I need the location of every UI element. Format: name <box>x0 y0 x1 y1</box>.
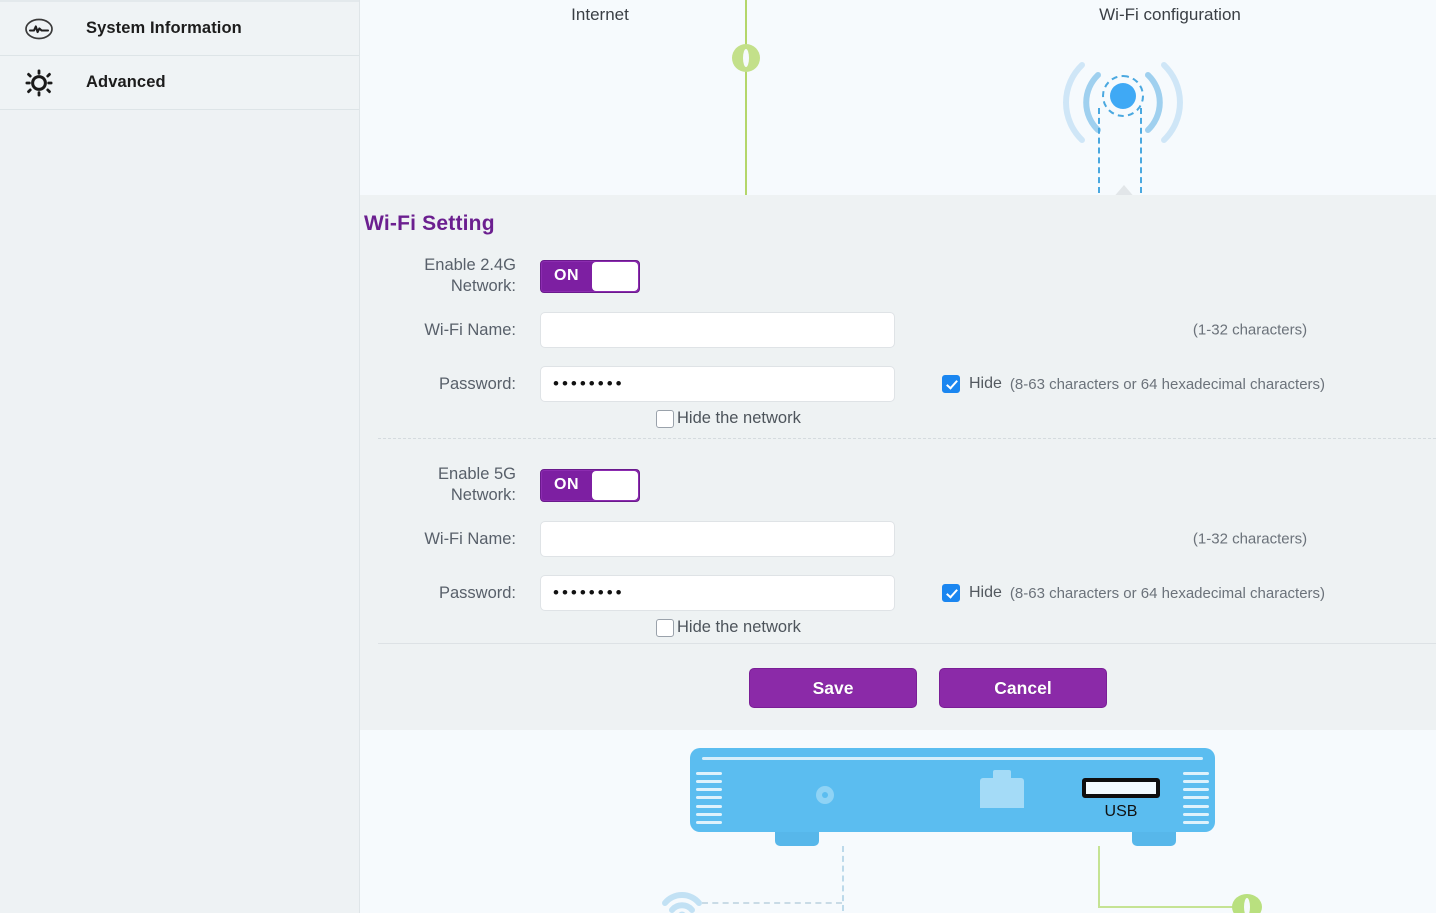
enable-24g-toggle[interactable]: ON <box>540 259 640 293</box>
enable-5g-label: Enable 5G Network: <box>360 464 540 505</box>
hide-network-5g-group[interactable]: Hide the network <box>656 618 801 637</box>
wifi-broadcast-icon <box>1020 40 1220 199</box>
band-24g-block: Enable 2.4G Network: ON Wi-Fi Name: (1-3… <box>360 253 1436 455</box>
usb-label: USB <box>1104 803 1138 820</box>
sidebar-empty-area <box>0 110 359 913</box>
action-divider <box>378 643 1436 644</box>
router-top-highlight <box>702 757 1203 760</box>
sidebar: System Information <box>0 0 360 913</box>
wifi-client-link-horizontal <box>702 902 842 904</box>
wifi-tower-right-leg <box>1140 108 1142 193</box>
toggle-state-label: ON <box>554 476 579 493</box>
enable-24g-label-line1: Enable 2.4G <box>424 256 516 275</box>
password-5g-hide-checkbox[interactable] <box>942 584 960 602</box>
action-buttons: Save Cancel <box>360 668 1436 708</box>
power-port-icon <box>816 786 834 804</box>
toggle-knob <box>592 261 638 291</box>
hide-network-5g-checkbox[interactable] <box>656 618 674 637</box>
enable-24g-row: Enable 2.4G Network: ON <box>360 253 1436 299</box>
password-5g-row: Password: •••••••• Hide (8-63 characters… <box>360 570 1436 616</box>
router-vents-right <box>1183 772 1209 824</box>
internet-link-node-icon <box>732 44 760 72</box>
band-divider-dashed <box>378 438 1436 439</box>
sidebar-item-system-information[interactable]: System Information <box>0 2 359 56</box>
router-vents-left <box>696 772 722 824</box>
enable-24g-label-line2: Network: <box>450 277 516 295</box>
usb-port-icon <box>1082 778 1160 798</box>
internet-link-line <box>745 0 747 195</box>
wifi-setting-panel: Wi-Fi Setting Enable 2.4G Network: ON Wi… <box>360 195 1436 730</box>
gear-icon <box>22 66 56 100</box>
password-24g-hide-label: Hide <box>969 375 1002 392</box>
wifi-name-5g-label: Wi-Fi Name: <box>424 529 516 548</box>
password-24g-hide-checkbox[interactable] <box>942 375 960 393</box>
wan-link-vertical <box>1098 846 1100 908</box>
router-device-image: USB <box>690 748 1215 832</box>
wifi-name-24g-hint: (1-32 characters) <box>1192 321 1308 339</box>
enable-5g-row: Enable 5G Network: ON <box>360 462 1436 508</box>
hide-network-24g-label: Hide the network <box>677 409 801 427</box>
wifi-client-icon <box>660 885 702 913</box>
panel-title: Wi-Fi Setting <box>364 212 495 235</box>
hide-network-24g-group[interactable]: Hide the network <box>656 409 801 428</box>
password-24g-hide-group: Hide (8-63 characters or 64 hexadecimal … <box>942 375 1325 393</box>
internet-label: Internet <box>571 5 629 24</box>
wifi-name-5g-hint: (1-32 characters) <box>1192 530 1308 548</box>
router-device-diagram: USB <box>360 730 1436 913</box>
password-5g-label: Password: <box>438 583 516 602</box>
password-5g-hint: (8-63 characters or 64 hexadecimal chara… <box>1009 584 1326 602</box>
wan-link-horizontal <box>1098 906 1238 908</box>
password-24g-label: Password: <box>438 374 516 393</box>
router-foot-right <box>1132 832 1176 846</box>
enable-5g-label-line1: Enable 5G <box>438 465 516 484</box>
enable-24g-label: Enable 2.4G Network: <box>360 255 540 296</box>
wifi-name-24g-row: Wi-Fi Name: (1-32 characters) <box>360 307 1436 353</box>
cancel-button[interactable]: Cancel <box>939 668 1107 708</box>
password-5g-hide-label: Hide <box>969 584 1002 601</box>
wifi-name-24g-input[interactable] <box>540 312 895 348</box>
wifi-name-5g-row: Wi-Fi Name: (1-32 characters) <box>360 516 1436 562</box>
wifi-tower-ring <box>1102 75 1144 117</box>
password-5g-value: •••••••• <box>553 583 625 602</box>
toggle-knob <box>592 470 638 500</box>
wifi-name-24g-label: Wi-Fi Name: <box>424 320 516 339</box>
band-5g-block: Enable 5G Network: ON Wi-Fi Name: (1-32 … <box>360 462 1436 664</box>
wifi-tower-left-leg <box>1098 108 1100 193</box>
hide-network-5g-label: Hide the network <box>677 618 801 636</box>
hide-network-24g-row: Hide the network <box>360 409 1436 455</box>
lan-port-icon <box>980 770 1024 808</box>
network-diagram-top: Internet Wi-Fi configuration <box>360 0 1436 199</box>
password-24g-row: Password: •••••••• Hide (8-63 characters… <box>360 361 1436 407</box>
password-5g-hide-group: Hide (8-63 characters or 64 hexadecimal … <box>942 584 1325 602</box>
hide-network-5g-row: Hide the network <box>360 618 1436 664</box>
main-content: Internet Wi-Fi configuration <box>360 0 1436 913</box>
password-5g-input[interactable]: •••••••• <box>540 575 895 611</box>
password-24g-hint: (8-63 characters or 64 hexadecimal chara… <box>1009 375 1326 393</box>
enable-5g-toggle[interactable]: ON <box>540 468 640 502</box>
enable-5g-label-line2: Network: <box>450 486 516 504</box>
sidebar-item-label: System Information <box>86 19 242 37</box>
wan-link-node-icon <box>1232 894 1262 913</box>
hide-network-24g-checkbox[interactable] <box>656 409 674 428</box>
password-24g-input[interactable]: •••••••• <box>540 366 895 402</box>
activity-monitor-icon <box>22 12 56 46</box>
wifi-name-5g-input[interactable] <box>540 521 895 557</box>
toggle-state-label: ON <box>554 267 579 284</box>
wifi-client-link-dashed <box>842 846 844 911</box>
sidebar-top-divider <box>0 0 359 2</box>
wifi-tower-dot <box>1110 83 1136 109</box>
wifi-configuration-label: Wi-Fi configuration <box>1099 5 1241 24</box>
sidebar-item-advanced[interactable]: Advanced <box>0 56 359 110</box>
sidebar-item-label: Advanced <box>86 73 166 91</box>
password-24g-value: •••••••• <box>553 374 625 393</box>
router-foot-left <box>775 832 819 846</box>
save-button[interactable]: Save <box>749 668 917 708</box>
